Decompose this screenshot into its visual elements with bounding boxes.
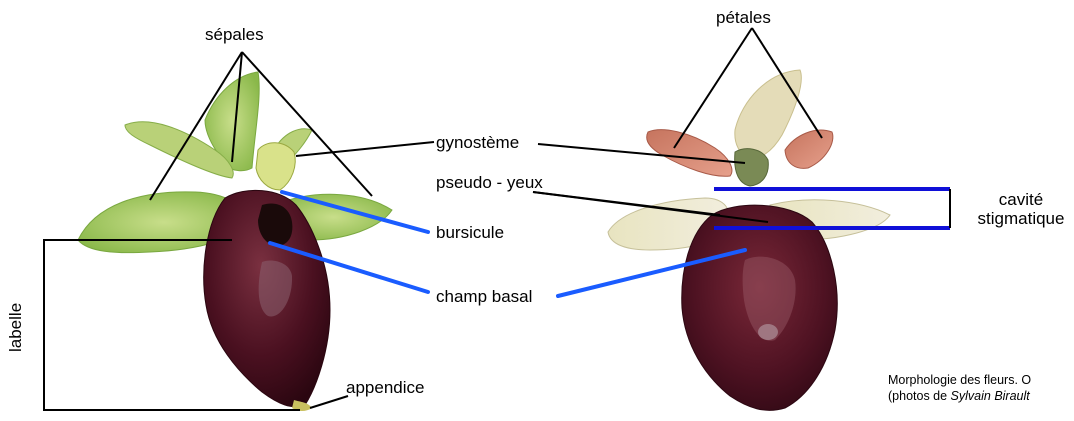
label-bursicule: bursicule	[436, 223, 504, 242]
caption-line2: (photos de Sylvain Birault	[888, 389, 1030, 404]
right-flower-photo	[608, 70, 890, 410]
label-labelle: labelle	[6, 303, 26, 352]
label-cavite-line1: cavité	[966, 190, 1074, 209]
right-labellum-spot	[758, 324, 778, 340]
label-pseudo-yeux: pseudo - yeux	[436, 173, 543, 192]
caption-author: Sylvain Birault	[951, 389, 1030, 403]
label-gynosteme: gynostème	[436, 133, 519, 152]
label-champ-basal: champ basal	[436, 287, 532, 306]
leader-appendice	[310, 396, 348, 408]
left-column	[256, 143, 295, 190]
label-sepales: sépales	[205, 25, 264, 44]
caption-line1: Morphologie des fleurs. O	[888, 373, 1031, 388]
right-column	[735, 149, 769, 186]
caption-prefix: (photos de	[888, 389, 951, 403]
label-cavite-stigmatique: cavité stigmatique	[966, 190, 1074, 228]
label-cavite-line2: stigmatique	[966, 209, 1074, 228]
leader-gynosteme-left	[296, 142, 434, 156]
right-petal-left	[647, 130, 732, 177]
right-petal-right	[785, 130, 833, 168]
label-petales: pétales	[716, 8, 771, 27]
label-appendice: appendice	[346, 378, 424, 397]
